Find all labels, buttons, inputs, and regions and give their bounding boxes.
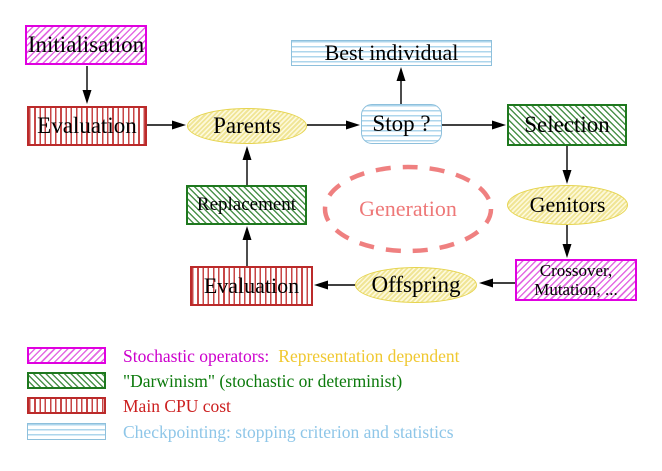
legend-label-checkpointing: Checkpointing: stopping criterion and st… — [123, 422, 454, 442]
legend-swatch-blue-stripes — [27, 423, 106, 440]
generation-label: Generation — [359, 196, 457, 221]
node-selection: Selection — [507, 104, 627, 146]
legend-text-stochastic: Stochastic operators: Representation depe… — [123, 346, 460, 367]
crossover-line1: Crossover, — [539, 261, 613, 280]
node-replacement: Replacement — [186, 185, 307, 225]
node-stop: Stop ? — [361, 104, 442, 144]
arrow-offspring-to-evaluation — [314, 280, 355, 290]
legend-label-darwinism: "Darwinism" (stochastic or determinist) — [123, 371, 403, 391]
node-best-individual: Best individual — [291, 40, 492, 66]
arrow-crossover-to-offspring — [479, 278, 515, 288]
node-initialisation: Initialisation — [25, 25, 147, 65]
arrow-stop-to-best-individual — [396, 67, 406, 104]
legend-swatch-green-hatch — [27, 372, 106, 389]
arrow-initialisation-to-evaluation — [82, 66, 92, 104]
arrow-stop-to-selection — [442, 120, 506, 130]
arrow-genitors-to-crossover — [562, 225, 572, 258]
node-offspring: Offspring — [355, 267, 477, 303]
legend-swatch-magenta-hatch — [27, 347, 106, 364]
crossover-line2: Mutation, ... — [534, 280, 618, 299]
legend-label-cpu: Main CPU cost — [123, 396, 231, 416]
arrow-evaluation-to-replacement — [242, 226, 252, 266]
arrow-evaluation-to-parents — [147, 120, 186, 130]
node-crossover-mutation: Crossover, Mutation, ... — [515, 259, 637, 301]
arrow-selection-to-genitors — [562, 146, 572, 184]
legend-label-stochastic: Stochastic operators: — [123, 346, 270, 366]
node-evaluation-bottom: Evaluation — [190, 266, 313, 306]
arrow-replacement-to-parents — [242, 146, 252, 185]
node-genitors: Genitors — [507, 185, 628, 225]
node-evaluation-top: Evaluation — [27, 106, 147, 146]
legend-swatch-red-stripes — [27, 397, 106, 414]
arrow-parents-to-stop — [307, 120, 360, 130]
legend-label-representation: Representation dependent — [278, 346, 460, 366]
node-parents: Parents — [187, 108, 307, 144]
